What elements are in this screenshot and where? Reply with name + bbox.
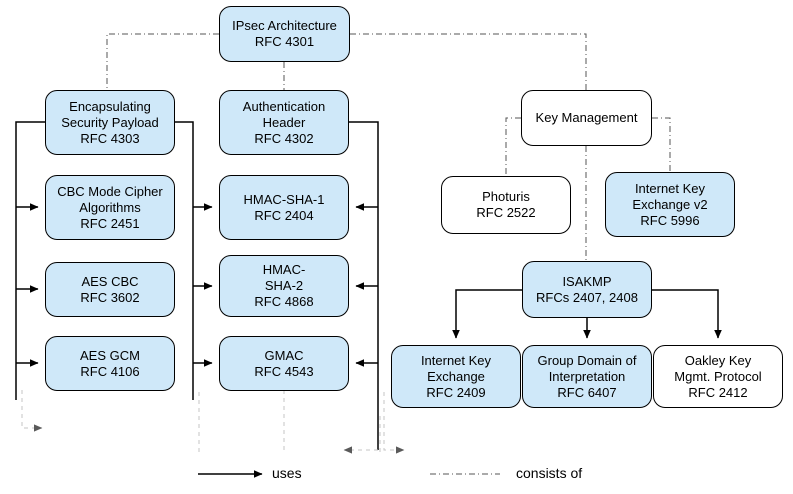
edge-ipsec-to-esp	[106, 33, 219, 90]
node-aes-gcm-line-0: AES GCM	[80, 347, 140, 363]
edge-km-to-photuris	[505, 117, 521, 176]
node-isakmp-line-1: RFCs 2407, 2408	[536, 289, 638, 305]
node-cbc-mode-cipher-line-1: Algorithms	[79, 199, 141, 215]
node-gdoi-line-1: Interpretation	[548, 368, 626, 384]
node-ikev2-line-0: Internet Key	[634, 180, 706, 196]
node-photuris-line-0: Photuris	[482, 189, 530, 204]
legend-uses-label: uses	[272, 465, 302, 481]
uses-edges	[15, 121, 722, 450]
consists-of-edges	[106, 33, 671, 261]
node-gmac-line-1: RFC 4543	[254, 363, 314, 379]
edge-isakmp-to-oakley	[652, 289, 722, 339]
node-esp-line-2: RFC 4303	[80, 130, 140, 146]
edge-ah-trunk-right	[349, 121, 379, 450]
node-key-management-line-0: Key Management	[535, 110, 638, 125]
node-esp-line-1: Security Payload	[61, 114, 159, 130]
shadow-esp-left	[21, 390, 43, 432]
edge-esp-trunk-right	[175, 121, 194, 400]
edge-isakmp-to-ike	[452, 289, 522, 339]
edge-km-to-ikev2	[652, 117, 671, 172]
node-auth-header-line-2: RFC 4302	[254, 130, 314, 146]
node-ike-line-0: Internet Key	[420, 352, 492, 368]
node-auth-header-line-0: Authentication	[242, 98, 326, 114]
legend-consists-of-label: consists of	[516, 465, 583, 481]
node-ipsec-architecture-line-1: RFC 4301	[254, 34, 315, 49]
node-hmac-sha-1-line-1: RFC 2404	[254, 207, 314, 223]
node-ike-line-2: RFC 2409	[426, 384, 486, 400]
node-isakmp-line-0: ISAKMP	[562, 273, 612, 289]
node-gdoi-line-2: RFC 6407	[557, 384, 617, 400]
node-oakley-line-2: RFC 2412	[688, 384, 748, 400]
node-photuris-line-1: RFC 2522	[476, 205, 536, 220]
node-cbc-mode-cipher-line-2: RFC 2451	[80, 215, 140, 231]
node-hmac-sha-2-line-2: RFC 4868	[254, 294, 314, 309]
node-esp-line-0: Encapsulating	[69, 98, 151, 114]
node-oakley-line-1: Mgmt. Protocol	[674, 368, 762, 384]
edge-esp-trunk-left	[15, 121, 45, 400]
node-cbc-mode-cipher-line-0: CBC Mode Cipher	[57, 183, 163, 199]
node-gdoi-line-0: Group Domain of	[537, 352, 637, 368]
node-ike-line-1: Exchange	[427, 368, 485, 384]
node-ikev2-line-1: Exchange v2	[632, 196, 708, 212]
node-auth-header-line-1: Header	[262, 114, 306, 130]
node-aes-gcm-line-1: RFC 4106	[80, 363, 140, 379]
node-ikev2-line-2: RFC 5996	[640, 212, 700, 228]
edge-ipsec-to-km	[350, 33, 587, 90]
node-aes-cbc-line-1: RFC 3602	[80, 289, 140, 305]
shadow-continuations	[21, 390, 405, 454]
node-hmac-sha-2-line-1: SHA-2	[264, 278, 304, 293]
node-gmac-line-0: GMAC	[264, 347, 304, 363]
node-hmac-sha-1-line-0: HMAC-SHA-1	[243, 191, 325, 207]
shadow-ah-right	[383, 392, 405, 454]
node-ipsec-architecture-line-0: IPsec Architecture	[232, 18, 337, 33]
node-key-management[interactable]: Key Management	[521, 90, 652, 146]
node-aes-cbc-line-0: AES CBC	[81, 273, 139, 289]
node-oakley-line-0: Oakley Key	[684, 352, 752, 368]
node-hmac-sha-2-line-0: HMAC-	[262, 262, 306, 277]
